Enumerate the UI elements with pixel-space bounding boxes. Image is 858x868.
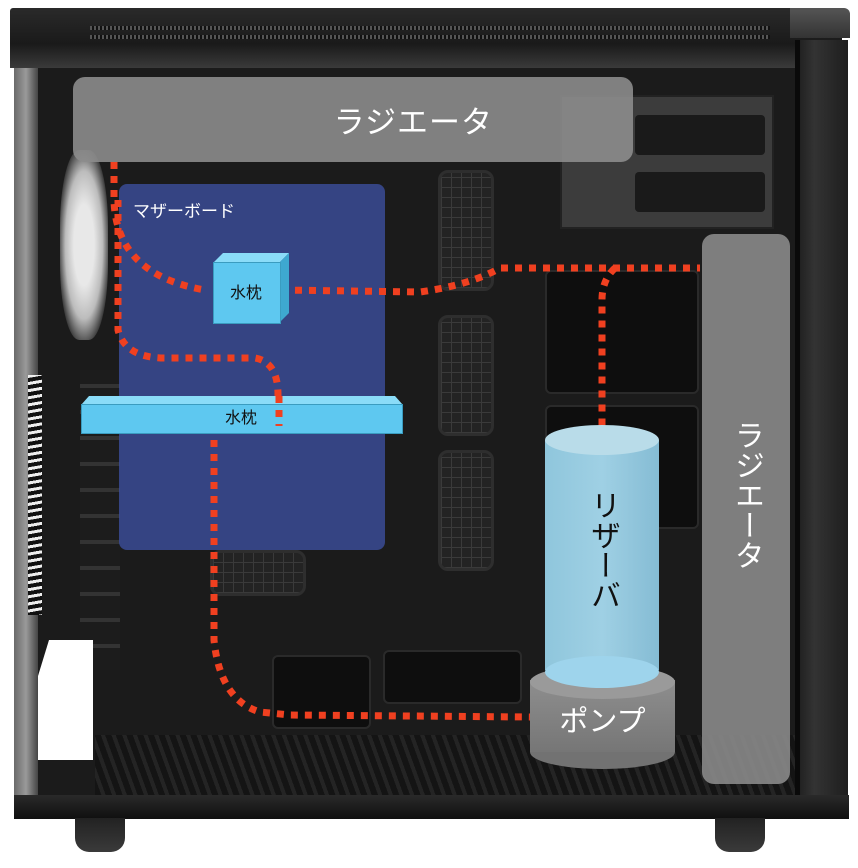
gpu-block-top-face bbox=[81, 396, 403, 405]
grommet-3 bbox=[438, 450, 494, 571]
loop-segment-over-gpu bbox=[275, 396, 283, 426]
psu-cutout bbox=[38, 640, 93, 760]
drive-sled-2 bbox=[635, 172, 765, 212]
cpu-block-side-face bbox=[279, 253, 289, 323]
case-floor bbox=[95, 735, 795, 795]
drive-sled-1 bbox=[635, 115, 765, 155]
cpu-water-block-label: 水枕 bbox=[229, 283, 262, 302]
gpu-water-block-label: 水枕 bbox=[224, 408, 257, 427]
motherboard-overlay bbox=[119, 184, 385, 550]
reservoir-top bbox=[545, 425, 659, 455]
reservoir-label: リザーバ bbox=[585, 490, 620, 610]
reservoir-bottom bbox=[545, 656, 659, 688]
radiator-right-label: ラジエータ bbox=[729, 420, 764, 570]
rear-vent-slots bbox=[28, 375, 42, 615]
gpu-water-block bbox=[81, 404, 403, 434]
panel-cutout-4 bbox=[383, 650, 522, 704]
case-top-lip bbox=[790, 8, 850, 38]
radiator-right-overlay bbox=[702, 234, 790, 784]
grommet-2 bbox=[438, 315, 494, 436]
grommet-1 bbox=[438, 170, 494, 291]
case-front-edge bbox=[795, 40, 801, 815]
case-front-panel bbox=[800, 40, 848, 815]
radiator-top-label: ラジエータ bbox=[73, 77, 493, 162]
pump-label: ポンプ bbox=[559, 704, 646, 738]
case-bottom-rail bbox=[14, 795, 849, 819]
case-foot-left bbox=[75, 818, 125, 852]
grommet-4 bbox=[210, 550, 306, 596]
case-top-panel bbox=[10, 8, 842, 68]
rear-fan bbox=[60, 150, 108, 340]
cpu-block-top-face bbox=[213, 253, 289, 263]
radiator-top-overlay bbox=[73, 77, 633, 162]
radiator-top-text: ラジエータ bbox=[333, 105, 493, 141]
case-foot-right bbox=[715, 818, 765, 852]
reservoir bbox=[545, 440, 659, 670]
motherboard-label: マザーボード bbox=[133, 202, 235, 222]
panel-cutout-1 bbox=[545, 270, 699, 394]
cpu-water-block bbox=[213, 262, 281, 324]
